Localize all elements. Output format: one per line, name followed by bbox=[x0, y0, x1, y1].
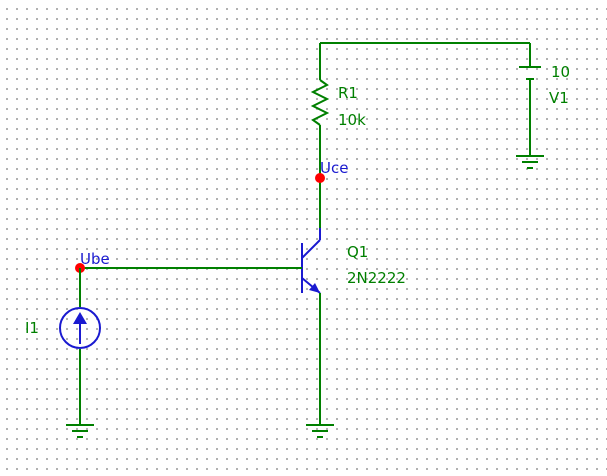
ground-symbol-q1 bbox=[306, 424, 334, 438]
r1-name: R1 bbox=[338, 84, 358, 102]
v1-value: 10 bbox=[551, 63, 570, 81]
i1-name: I1 bbox=[25, 319, 39, 337]
node-uce-dot[interactable] bbox=[315, 173, 325, 183]
v1-name: V1 bbox=[549, 89, 569, 107]
transistor-q1[interactable] bbox=[301, 228, 321, 310]
node-uce-label: Uce bbox=[320, 159, 348, 177]
r1-value: 10k bbox=[338, 111, 366, 129]
current-source-i1[interactable] bbox=[59, 268, 101, 438]
ground-symbol-i1 bbox=[66, 424, 94, 438]
node-ube-label: Ube bbox=[80, 250, 110, 268]
q1-name: Q1 bbox=[347, 243, 368, 261]
wire-top bbox=[319, 42, 531, 80]
resistor-r1[interactable] bbox=[310, 79, 330, 178]
wire-emitter-ground bbox=[306, 310, 334, 438]
current-arrow-icon bbox=[73, 312, 87, 324]
ground-symbol-v1 bbox=[516, 155, 544, 169]
voltage-source-v1[interactable] bbox=[516, 66, 544, 169]
q1-value: 2N2222 bbox=[347, 269, 406, 287]
emitter-arrow-icon bbox=[309, 283, 320, 293]
